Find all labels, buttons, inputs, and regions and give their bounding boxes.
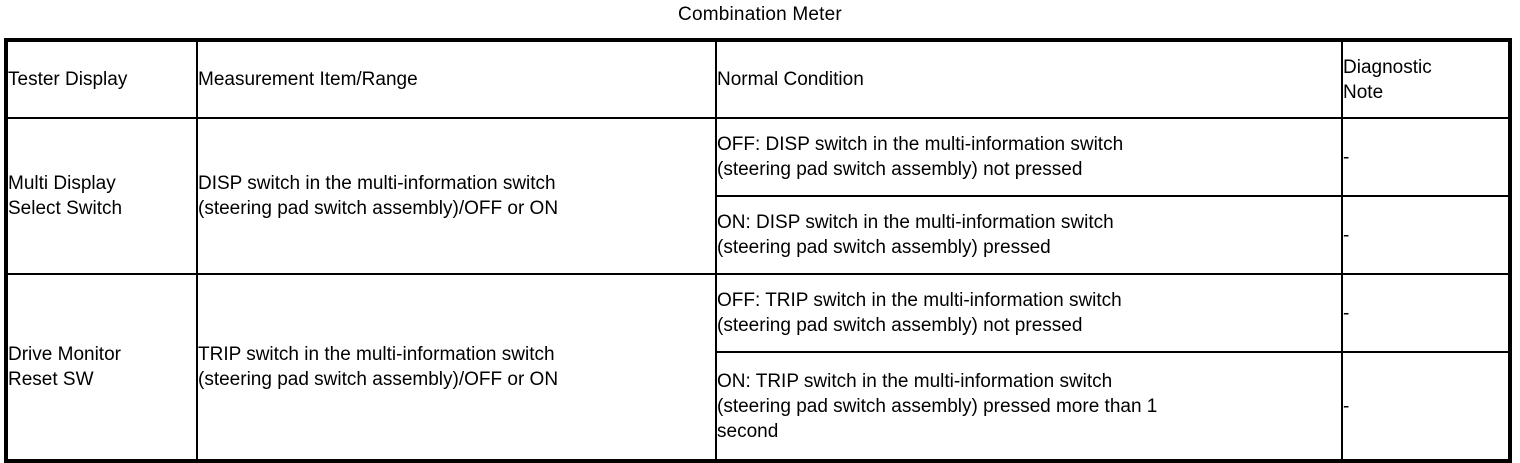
spec-table-container: Tester Display Measurement Item/Range No… (4, 38, 1512, 463)
cell-diagnostic-note: - (1341, 117, 1511, 197)
normal-condition-line1: ON: DISP switch in the multi-information… (717, 212, 1114, 233)
measurement-line2: (steering pad switch assembly)/OFF or ON (198, 198, 559, 219)
cell-normal-condition: OFF: DISP switch in the multi-informatio… (715, 117, 1343, 197)
tester-display-line2: Reset SW (8, 369, 94, 390)
table-row: Multi Display Select Switch DISP switch … (5, 117, 1511, 275)
column-header-diagnostic-note-line2: Note (1343, 81, 1384, 103)
table-row: Drive Monitor Reset SW TRIP switch in th… (5, 273, 1511, 462)
cell-diagnostic-note: - (1341, 195, 1511, 275)
column-header-diagnostic-note-line1: Diagnostic (1343, 56, 1432, 78)
tester-display-line2: Select Switch (8, 198, 123, 219)
table-body: Multi Display Select Switch DISP switch … (5, 117, 1511, 462)
table-caption: Combination Meter (678, 4, 842, 25)
tester-display-line1: Drive Monitor (8, 344, 121, 365)
column-header-measurement-item-range: Measurement Item/Range (196, 39, 717, 119)
measurement-line1: TRIP switch in the multi-information swi… (198, 344, 555, 365)
normal-condition-line3: second (717, 420, 779, 442)
measurement-line2: (steering pad switch assembly)/OFF or ON (198, 369, 559, 390)
page-root: Combination Meter Tester Display Measure… (4, 4, 1512, 463)
cell-tester-display: Multi Display Select Switch (5, 117, 198, 275)
cell-normal-condition: ON: TRIP switch in the multi-information… (715, 351, 1343, 462)
column-header-diagnostic-note: Diagnostic Note (1341, 39, 1511, 119)
cell-diagnostic-note: - (1341, 351, 1511, 462)
table-header-row: Tester Display Measurement Item/Range No… (5, 39, 1511, 119)
normal-condition-line1: OFF: TRIP switch in the multi-informatio… (717, 290, 1122, 311)
combination-meter-spec-table: Tester Display Measurement Item/Range No… (4, 38, 1512, 463)
cell-normal-condition: ON: DISP switch in the multi-information… (715, 195, 1343, 275)
cell-tester-display: Drive Monitor Reset SW (5, 273, 198, 462)
normal-condition-line2: (steering pad switch assembly) pressed (717, 237, 1051, 258)
column-header-tester-display: Tester Display (5, 39, 198, 119)
table-row: ON: DISP switch in the multi-information… (6, 195, 1511, 275)
cell-diagnostic-note: - (1341, 273, 1511, 353)
column-header-normal-condition: Normal Condition (715, 39, 1343, 119)
measurement-line1: DISP switch in the multi-information swi… (198, 173, 556, 194)
cell-measurement-item-range: TRIP switch in the multi-information swi… (196, 273, 717, 462)
normal-condition-line2: (steering pad switch assembly) not press… (717, 159, 1083, 180)
cell-measurement-item-range: DISP switch in the multi-information swi… (196, 117, 717, 275)
tester-display-line1: Multi Display (8, 173, 116, 194)
normal-condition-line2: (steering pad switch assembly) not press… (717, 315, 1083, 336)
cell-normal-condition: OFF: TRIP switch in the multi-informatio… (715, 273, 1343, 353)
table-header: Tester Display Measurement Item/Range No… (5, 39, 1511, 119)
normal-condition-line2: (steering pad switch assembly) pressed m… (717, 395, 1158, 417)
normal-condition-line1: OFF: DISP switch in the multi-informatio… (717, 134, 1124, 155)
normal-condition-line1: ON: TRIP switch in the multi-information… (717, 370, 1113, 392)
